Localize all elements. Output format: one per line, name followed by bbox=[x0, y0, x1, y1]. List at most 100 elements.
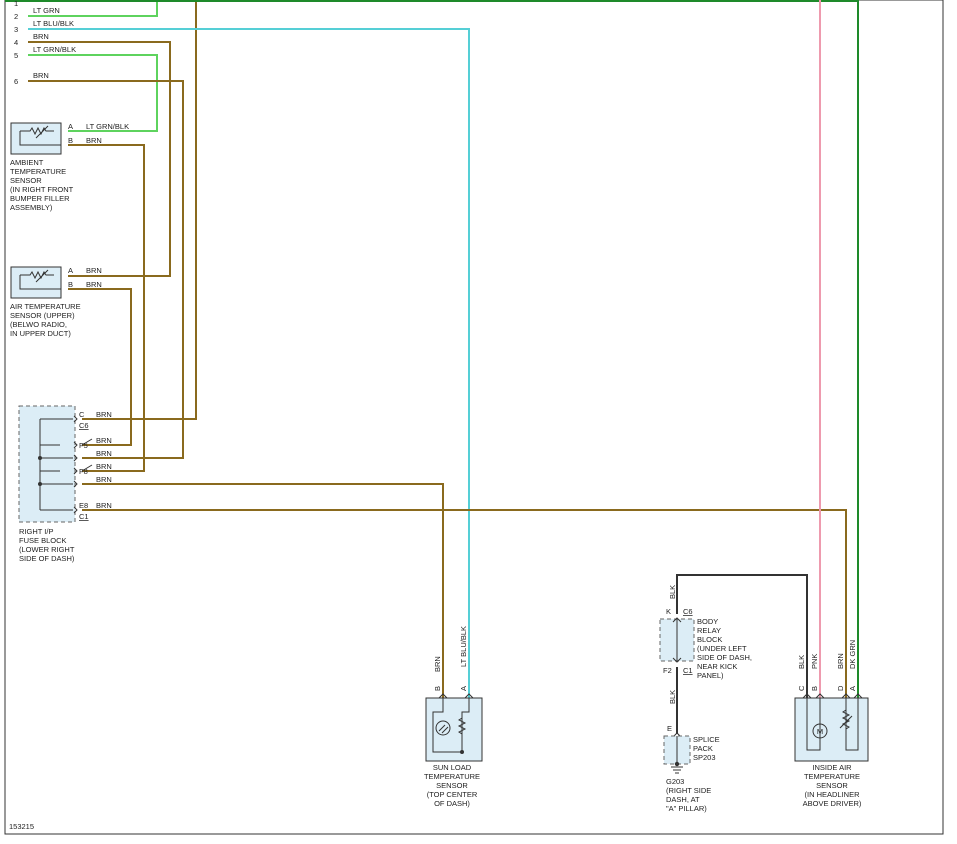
pin-wire-2: LT GRN bbox=[33, 6, 60, 15]
pin-number-1: 1 bbox=[14, 0, 18, 8]
relay-label-3: (UNDER LEFT bbox=[697, 644, 747, 653]
wire-upper-b-brn bbox=[68, 288, 132, 446]
fuse-label-2: (LOWER RIGHT bbox=[19, 545, 75, 554]
relay-top-pin: K bbox=[666, 607, 671, 616]
thermistor-lead bbox=[19, 275, 61, 290]
fuse-label-3: SIDE OF DASH) bbox=[19, 554, 75, 563]
pin-wire-4: BRN bbox=[33, 32, 49, 41]
figure-number: 153215 bbox=[9, 822, 34, 831]
sunload-pin-a: A bbox=[459, 686, 468, 691]
relay-label-4: SIDE OF DASH, bbox=[697, 653, 752, 662]
relay-bottom-wire: BLK bbox=[668, 690, 677, 704]
pin-wire-6: BRN bbox=[33, 71, 49, 80]
ambient-label-3: (IN RIGHT FRONT bbox=[10, 185, 74, 194]
junction-dot bbox=[38, 456, 42, 460]
inside-pin-c: C bbox=[797, 685, 806, 691]
sunload-label-2: SENSOR bbox=[436, 781, 468, 790]
inside-label-0: INSIDE AIR bbox=[812, 763, 852, 772]
splice-label-2: SP203 bbox=[693, 753, 716, 762]
inside-label-1: TEMPERATURE bbox=[804, 772, 860, 781]
wire-ambient-b-brn bbox=[68, 144, 145, 472]
fuse-wire-3: BRN bbox=[96, 462, 112, 471]
wire-pin4-brn bbox=[28, 41, 171, 277]
sunload-circuit bbox=[432, 698, 470, 753]
ambient-pin-a: A bbox=[68, 122, 73, 131]
ambient-temperature-sensor: A B LT GRN/BLK BRN AMBIENT TEMPERATURE S… bbox=[10, 122, 129, 212]
junction-dot bbox=[38, 482, 42, 486]
sunload-wire-b: BRN bbox=[433, 656, 442, 672]
relay-bottom-conn: C1 bbox=[683, 666, 693, 675]
inside-wire-a: DK GRN bbox=[848, 640, 857, 669]
wires bbox=[5, 0, 859, 734]
fuse-pin-e8: E8 bbox=[79, 501, 88, 510]
ambient-label-0: AMBIENT bbox=[10, 158, 44, 167]
upper-pin-b: B bbox=[68, 280, 73, 289]
relay-label-5: NEAR KICK bbox=[697, 662, 737, 671]
splice-pack-sp203: E SPLICE PACK SP203 G203 (RIGHT SIDE DAS… bbox=[663, 724, 720, 813]
fuse-terminals bbox=[73, 415, 78, 514]
ambient-wire-b: BRN bbox=[86, 136, 102, 145]
thermistor-icon bbox=[20, 269, 54, 283]
ambient-label-4: BUMPER FILLER bbox=[10, 194, 70, 203]
thermistor-icon bbox=[20, 125, 54, 139]
wire-pin2-ltgrn bbox=[28, 0, 158, 17]
ambient-wire-a: LT GRN/BLK bbox=[86, 122, 129, 131]
ground-label-0: G203 bbox=[666, 777, 684, 786]
fuse-block-box bbox=[18, 405, 76, 523]
ambient-label-1: TEMPERATURE bbox=[10, 167, 66, 176]
fuse-wire-2: BRN bbox=[96, 449, 112, 458]
pin-wire-3: LT BLU/BLK bbox=[33, 19, 74, 28]
ground-icon bbox=[671, 766, 683, 774]
fuse-pin-f5: F5 bbox=[79, 441, 88, 450]
relay-label-6: PANEL) bbox=[697, 671, 724, 680]
inside-air-temperature-sensor: BLK PNK BRN DK GRN C B D A M INSIDE AIR … bbox=[794, 640, 869, 808]
diagram-frame bbox=[4, 0, 944, 835]
body-relay-block: BLK K C6 F2 C1 BLK BODY RELAY BLOCK (UND… bbox=[659, 585, 752, 704]
pin-number-5: 5 bbox=[14, 51, 18, 60]
motor-symbol: M bbox=[817, 727, 823, 736]
ambient-label-5: ASSEMBLY) bbox=[10, 203, 53, 212]
wire-pin5-ltgrnblk bbox=[28, 54, 158, 132]
relay-top-wire: BLK bbox=[668, 585, 677, 599]
fuse-wire-5: BRN bbox=[96, 501, 112, 510]
relay-top-conn: C6 bbox=[683, 607, 693, 616]
sunload-label-3: (TOP CENTER bbox=[427, 790, 478, 799]
sunload-label-0: SUN LOAD bbox=[433, 763, 472, 772]
inside-pin-a: A bbox=[848, 686, 857, 691]
fuse-conn-c1: C1 bbox=[79, 512, 89, 521]
ambient-label-2: SENSOR bbox=[10, 176, 42, 185]
fuse-pin-f8: F8 bbox=[79, 467, 88, 476]
relay-label-0: BODY bbox=[697, 617, 718, 626]
ground-label-3: "A" PILLAR) bbox=[666, 804, 707, 813]
upper-pin-a: A bbox=[68, 266, 73, 275]
thermistor-lead bbox=[19, 131, 61, 146]
inside-wire-d: BRN bbox=[836, 653, 845, 669]
sunload-pin-b: B bbox=[433, 686, 442, 691]
splice-label-1: PACK bbox=[693, 744, 713, 753]
connector-arrows bbox=[438, 693, 474, 699]
relay-bottom-pin: F2 bbox=[663, 666, 672, 675]
photodiode-icon bbox=[435, 720, 451, 736]
fuse-jumpers bbox=[81, 438, 93, 472]
ground-label-2: DASH, AT bbox=[666, 795, 700, 804]
sunload-sensor-box bbox=[425, 697, 483, 762]
pin-number-6: 6 bbox=[14, 77, 18, 86]
pin-number-2: 2 bbox=[14, 12, 18, 21]
sunload-wire-a: LT BLU/BLK bbox=[459, 626, 468, 667]
wire-sunload-b-brn bbox=[82, 483, 444, 699]
upper-label-0: AIR TEMPERATURE bbox=[10, 302, 81, 311]
relay-label-2: BLOCK bbox=[697, 635, 722, 644]
wire-inside-d-brn bbox=[82, 509, 847, 699]
connector-pins: 1 2 3 4 5 6 LT GRN LT BLU/BLK BRN LT GRN… bbox=[14, 0, 76, 86]
inside-label-4: ABOVE DRIVER) bbox=[803, 799, 862, 808]
fuse-label-0: RIGHT I/P bbox=[19, 527, 53, 536]
ground-label-1: (RIGHT SIDE bbox=[666, 786, 711, 795]
relay-label-1: RELAY bbox=[697, 626, 721, 635]
sun-load-temperature-sensor: BRN LT BLU/BLK B A SUN LOAD TEMPERATURE … bbox=[424, 626, 483, 808]
connector-arrows bbox=[802, 693, 863, 699]
pin-wire-5: LT GRN/BLK bbox=[33, 45, 76, 54]
inside-pin-d: D bbox=[836, 685, 845, 691]
inside-wire-c: BLK bbox=[797, 655, 806, 669]
upper-wire-b: BRN bbox=[86, 280, 102, 289]
